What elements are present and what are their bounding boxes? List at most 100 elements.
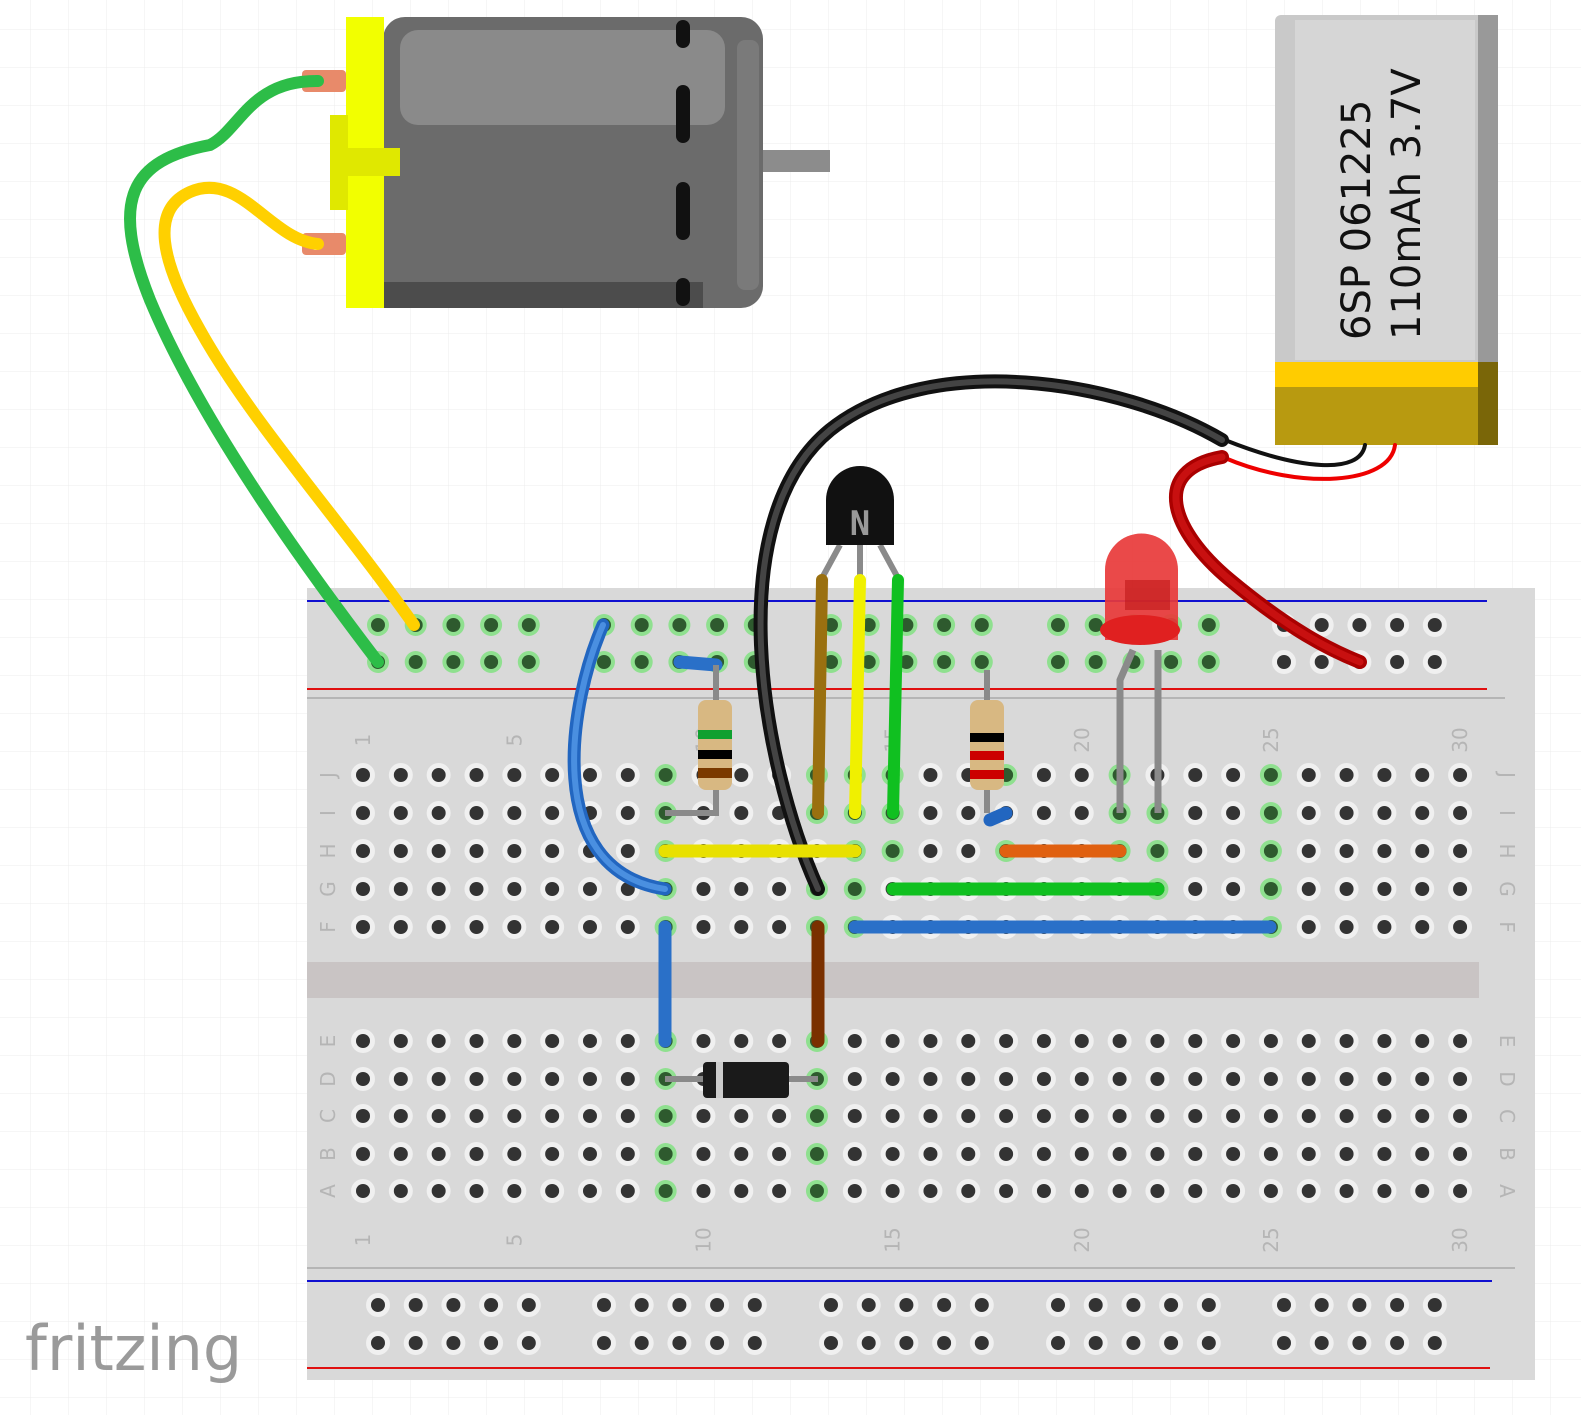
hole-dot (431, 1109, 446, 1123)
hole-dot (356, 768, 370, 782)
red-led[interactable] (1100, 533, 1180, 814)
hole-dot (899, 655, 914, 669)
row-label: H (1495, 843, 1519, 858)
hole-dot (521, 1336, 536, 1350)
hole-dot (1201, 655, 1216, 669)
resistor-1[interactable] (665, 665, 732, 816)
hole-dot (620, 1109, 635, 1123)
hole-dot (620, 920, 635, 934)
hole-dot (747, 1298, 762, 1312)
hole-dot (1263, 1147, 1278, 1161)
hole-dot (1339, 882, 1354, 896)
hole-dot (1301, 1109, 1316, 1123)
hole-dot (507, 844, 522, 858)
hole-dot (1226, 806, 1241, 820)
hole-dot (1453, 806, 1468, 820)
hole-dot (431, 768, 446, 782)
hole-dot (696, 1109, 711, 1123)
hole-dot (1415, 882, 1430, 896)
hole-dot (371, 1336, 385, 1350)
wire-yellow-motor[interactable] (158, 181, 420, 631)
transistor-mark: N (850, 504, 870, 544)
hole-dot (356, 806, 370, 820)
hole-dot (809, 1147, 824, 1161)
row-label: I (1495, 810, 1519, 816)
hole-dot (1263, 882, 1278, 896)
hole-dot (1188, 1072, 1203, 1086)
hole-dot (1036, 1034, 1051, 1048)
hole-dot (582, 1184, 597, 1198)
hole-dot (1164, 1336, 1179, 1350)
hole-dot (469, 844, 484, 858)
hole-dot (1377, 844, 1392, 858)
row-label: A (316, 1184, 340, 1198)
hole-dot (1112, 1109, 1127, 1123)
hole-dot (772, 1034, 787, 1048)
hole-dot (937, 655, 952, 669)
hole-dot (408, 1298, 423, 1312)
hole-dot (974, 1336, 989, 1350)
hole-dot (1339, 1184, 1354, 1198)
hole-dot (507, 1147, 522, 1161)
hole-dot (1051, 618, 1065, 632)
hole-dot (961, 1109, 976, 1123)
hole-dot (545, 1147, 560, 1161)
hole-dot (1164, 1298, 1179, 1312)
hole-dot (597, 1336, 611, 1350)
hole-dot (824, 1298, 838, 1312)
hole-dot (1453, 844, 1468, 858)
wire-green-motor[interactable] (124, 74, 384, 668)
breadboard: JJIIHHGGFFEEDDCCBBAA11551010151520202525… (307, 588, 1535, 1380)
diode[interactable] (665, 1062, 818, 1098)
hole-dot (734, 1147, 749, 1161)
hole-dot (1150, 1034, 1165, 1048)
hole-dot (1201, 618, 1216, 632)
hole-dot (1188, 1184, 1203, 1198)
hole-dot (734, 1034, 749, 1048)
dc-motor[interactable] (302, 17, 830, 308)
hole-dot (484, 618, 499, 632)
hole-dot (393, 1072, 408, 1086)
hole-dot (1415, 920, 1430, 934)
hole-dot (1036, 1184, 1051, 1198)
hole-dot (923, 844, 938, 858)
hole-dot (484, 1336, 499, 1350)
hole-dot (861, 655, 876, 669)
row-label: E (1495, 1035, 1519, 1048)
npn-transistor[interactable]: N (812, 466, 904, 819)
hole-dot (1415, 768, 1430, 782)
hole-dot (1314, 655, 1329, 669)
hole-dot (431, 806, 446, 820)
hole-dot (393, 806, 408, 820)
hole-dot (1188, 1147, 1203, 1161)
wire-blue-short (673, 655, 723, 672)
resistor-2[interactable] (970, 670, 1013, 827)
hole-dot (809, 1184, 824, 1198)
hole-dot (999, 1147, 1014, 1161)
hole-dot (672, 1336, 687, 1350)
hole-dot (393, 882, 408, 896)
hole-dot (371, 1298, 385, 1312)
hole-dot (545, 1109, 560, 1123)
hole-dot (469, 882, 484, 896)
hole-dot (1112, 1072, 1127, 1086)
battery-red-lead (1223, 443, 1397, 481)
hole-dot (1036, 768, 1051, 782)
hole-dot (923, 1184, 938, 1198)
hole-dot (734, 920, 749, 934)
column-label: 30 (1448, 727, 1472, 752)
hole-dot (1226, 844, 1241, 858)
hole-dot (356, 1072, 370, 1086)
hole-dot (734, 882, 749, 896)
hole-dot (923, 768, 938, 782)
lipo-battery[interactable]: 6SP 061225 110mAh 3.7V (1275, 15, 1498, 445)
hole-dot (521, 618, 536, 632)
hole-dot (1453, 1072, 1468, 1086)
hole-dot (885, 1072, 900, 1086)
hole-dot (772, 920, 787, 934)
row-label: D (316, 1071, 340, 1086)
hole-dot (1377, 1034, 1392, 1048)
hole-dot (545, 882, 560, 896)
hole-dot (1088, 1336, 1103, 1350)
hole-dot (1314, 1298, 1329, 1312)
